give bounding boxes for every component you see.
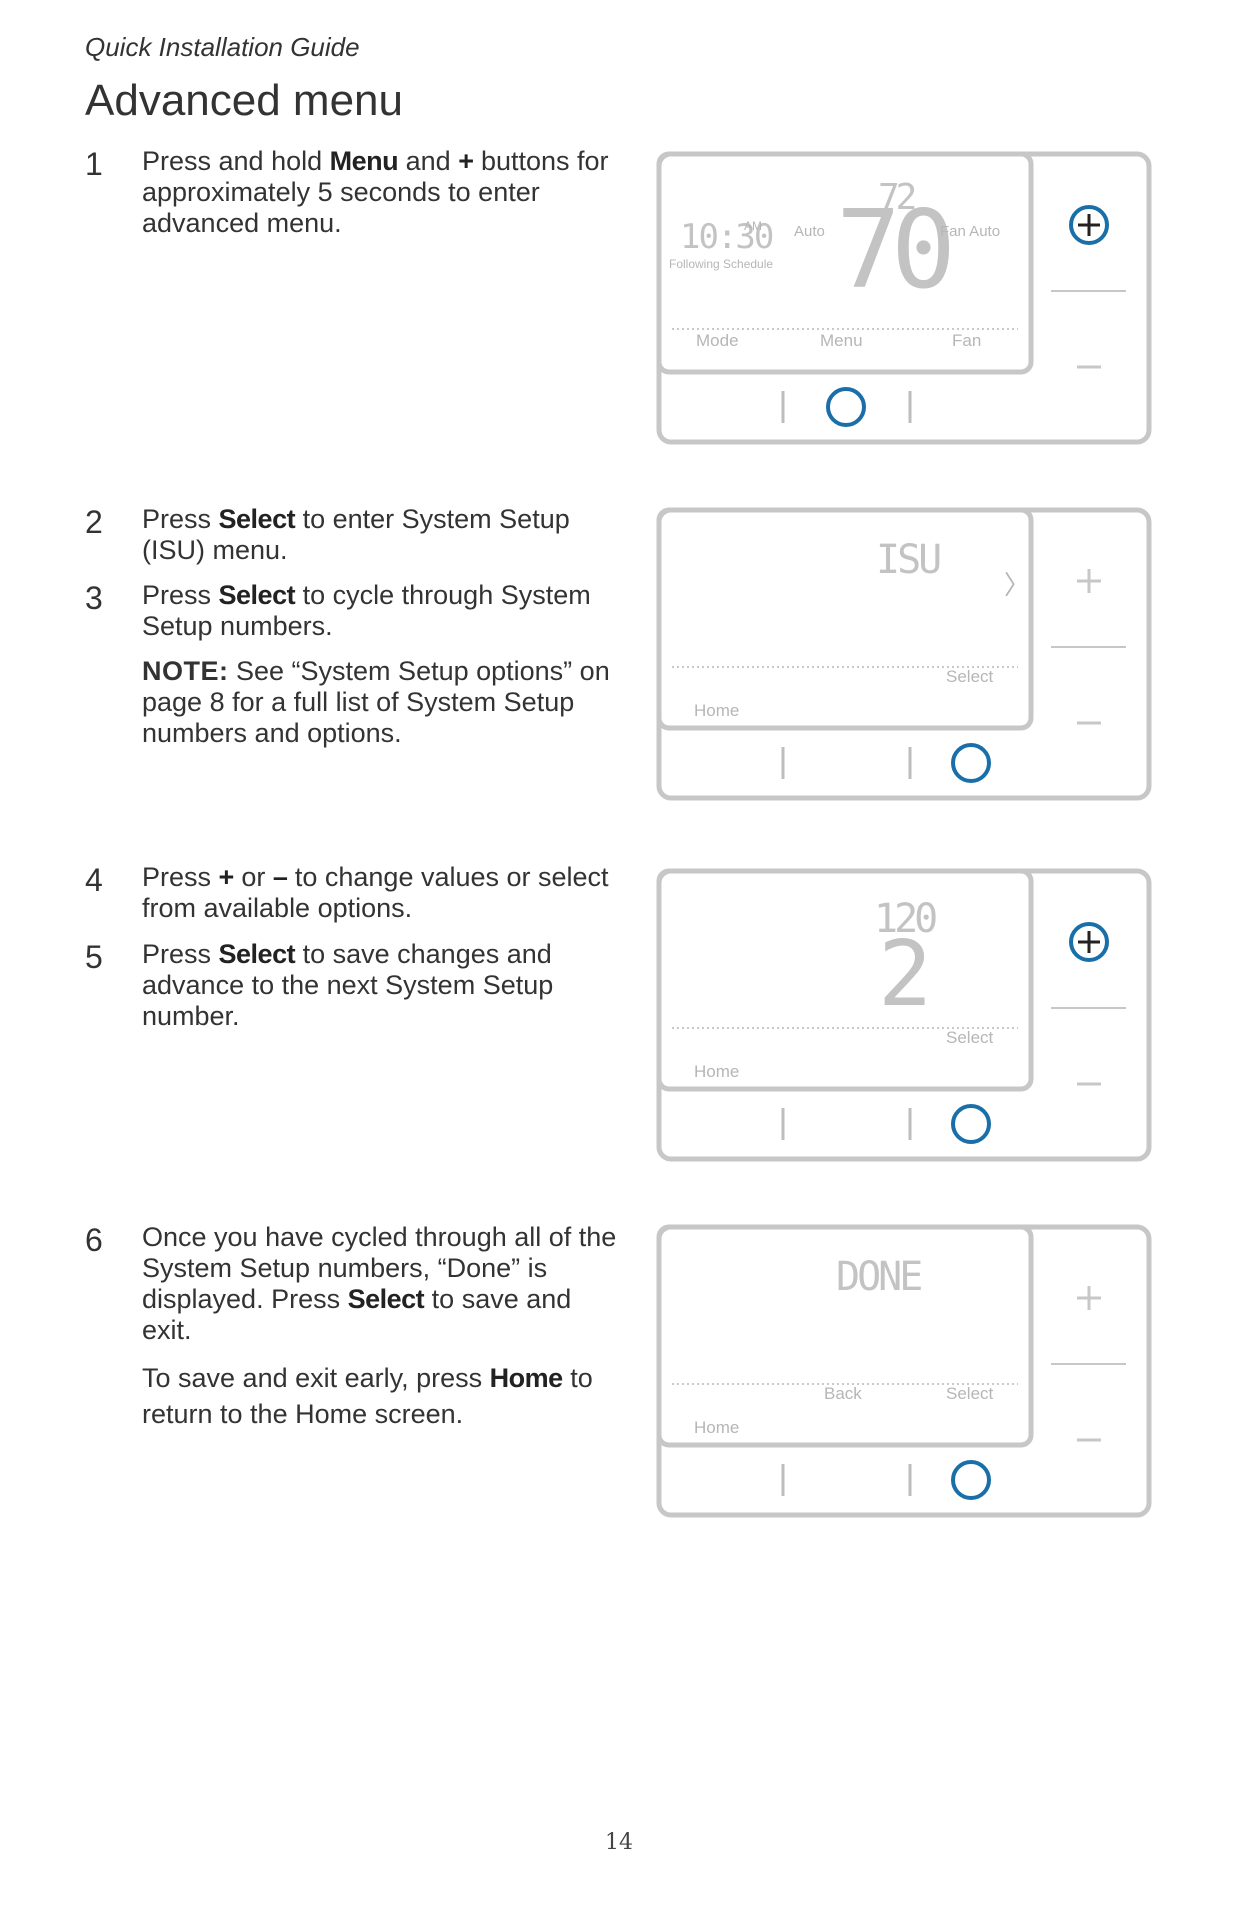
softkey-menu[interactable]: Menu bbox=[820, 331, 863, 350]
softkey-back[interactable]: Back bbox=[824, 1384, 862, 1403]
am-indicator: AM bbox=[744, 219, 762, 233]
mode-indicator: Auto bbox=[794, 223, 825, 240]
isu-number-display: 120 bbox=[874, 896, 938, 942]
step-number: 5 bbox=[85, 939, 103, 975]
step-text: Press Select to save changes and advance… bbox=[142, 939, 554, 1031]
plus-button-circle-icon bbox=[1069, 205, 1109, 245]
select-key-label: Select bbox=[347, 1284, 425, 1314]
plus-key-label: + bbox=[218, 862, 235, 892]
minus-key-label: – bbox=[272, 862, 288, 892]
softkey-select[interactable]: Select bbox=[946, 1384, 994, 1403]
home-label[interactable]: Home bbox=[694, 1418, 740, 1437]
isu-display: ISU bbox=[876, 537, 942, 583]
menu-key-label: Menu bbox=[329, 146, 399, 176]
step-1: 1 Press and hold Menu and + buttons for … bbox=[85, 146, 625, 239]
clock-display: 10:30 bbox=[680, 217, 774, 257]
thermostat-figure-3: 120 2 Select Home bbox=[656, 868, 1152, 1162]
thermostat-outline bbox=[656, 507, 1152, 801]
thermostat-figure-4: DONE Back Select Home bbox=[656, 1224, 1152, 1518]
step-4: 4 Press + or – to change values or selec… bbox=[85, 862, 625, 924]
step-3: 3 Press Select to cycle through System S… bbox=[85, 580, 625, 749]
thermostat-outline bbox=[656, 868, 1152, 1162]
step-6-extra: To save and exit early, press Home to re… bbox=[142, 1363, 593, 1429]
step-number: 2 bbox=[85, 504, 103, 540]
step-5: 5 Press Select to save changes and advan… bbox=[85, 939, 625, 1032]
home-key-label: Home bbox=[489, 1363, 564, 1393]
select-key-label: Select bbox=[218, 504, 296, 534]
plus-button-circle-icon bbox=[1069, 922, 1109, 962]
step-6: 6 Once you have cycled through all of th… bbox=[85, 1222, 625, 1432]
step-number: 6 bbox=[85, 1222, 103, 1258]
softkey-select[interactable]: Select bbox=[946, 667, 994, 686]
plus-key-label: + bbox=[458, 146, 474, 176]
step-2: 2 Press Select to enter System Setup (IS… bbox=[85, 504, 625, 566]
step-text: Press Select to enter System Setup (ISU)… bbox=[142, 504, 570, 565]
select-button-circle-icon bbox=[951, 743, 991, 783]
thermostat-figure-1: 10:30 AM Following Schedule Auto 72 70 F… bbox=[656, 151, 1152, 445]
next-arrow-icon: 〉 bbox=[1004, 570, 1031, 600]
following-schedule-label: Following Schedule bbox=[669, 257, 774, 271]
step-text: Press + or – to change values or select … bbox=[142, 862, 609, 923]
step-text: Press and hold Menu and + buttons for ap… bbox=[142, 146, 609, 238]
running-head: Quick Installation Guide bbox=[85, 32, 360, 62]
page-number: 14 bbox=[605, 1830, 633, 1855]
done-display: DONE bbox=[836, 1254, 923, 1300]
select-key-label: Select bbox=[218, 580, 296, 610]
select-key-label: Select bbox=[218, 939, 296, 969]
page-title: Advanced menu bbox=[85, 76, 403, 125]
note: NOTE: See “System Setup options” on page… bbox=[142, 656, 610, 748]
select-button-circle-icon bbox=[951, 1460, 991, 1500]
thermostat-outline bbox=[656, 151, 1152, 445]
home-label[interactable]: Home bbox=[694, 1062, 740, 1081]
menu-button-circle-icon bbox=[826, 387, 866, 427]
softkey-mode[interactable]: Mode bbox=[696, 331, 739, 350]
step-text: Once you have cycled through all of the … bbox=[142, 1222, 617, 1345]
step-number: 4 bbox=[85, 862, 103, 898]
select-button-circle-icon bbox=[951, 1104, 991, 1144]
thermostat-figure-2: ISU 〉 Select Home bbox=[656, 507, 1152, 801]
note-label: NOTE: bbox=[142, 656, 229, 686]
setpoint-display: 72 bbox=[878, 177, 917, 218]
step-number: 3 bbox=[85, 580, 103, 616]
plus-icon bbox=[1077, 1286, 1101, 1310]
temperature-display: 70 bbox=[836, 188, 956, 313]
softkey-select[interactable]: Select bbox=[946, 1028, 994, 1047]
plus-icon bbox=[1077, 569, 1101, 593]
home-label[interactable]: Home bbox=[694, 701, 740, 720]
step-number: 1 bbox=[85, 146, 103, 182]
step-text: Press Select to cycle through System Set… bbox=[142, 580, 591, 641]
option-value-display: 2 bbox=[878, 922, 933, 1027]
thermostat-outline bbox=[656, 1224, 1152, 1518]
fan-mode-indicator: Fan Auto bbox=[940, 223, 1001, 240]
softkey-fan[interactable]: Fan bbox=[952, 331, 982, 350]
